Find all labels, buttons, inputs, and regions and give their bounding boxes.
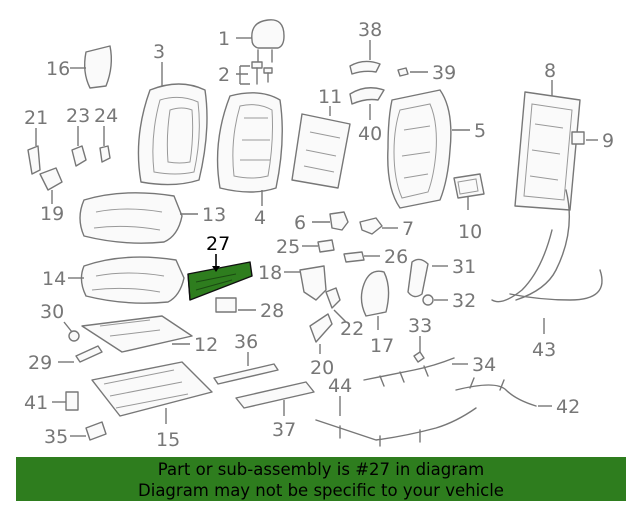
part-20 bbox=[309, 313, 333, 343]
part-seatback-cover bbox=[137, 83, 208, 186]
label-30: 30 bbox=[40, 301, 64, 323]
part-34 bbox=[363, 357, 455, 387]
part-23 bbox=[71, 145, 87, 167]
part-cushion-pad bbox=[80, 256, 185, 304]
part-42 bbox=[455, 377, 537, 407]
part-43 bbox=[491, 189, 603, 303]
label-18: 18 bbox=[258, 262, 282, 284]
part-40 bbox=[349, 87, 385, 105]
part-seatback-pad bbox=[216, 92, 283, 193]
label-8: 8 bbox=[544, 60, 556, 82]
label-34: 34 bbox=[472, 354, 496, 376]
label-29: 29 bbox=[28, 352, 52, 374]
label-13: 13 bbox=[202, 204, 226, 226]
part-26 bbox=[343, 251, 365, 263]
label-38: 38 bbox=[358, 19, 382, 41]
part-30 bbox=[68, 330, 80, 342]
part-cushion-cover bbox=[79, 192, 183, 244]
label-1: 1 bbox=[218, 28, 230, 50]
part-38 bbox=[349, 60, 381, 75]
label-9: 9 bbox=[602, 130, 614, 152]
label-36: 36 bbox=[234, 331, 258, 353]
part-9 bbox=[571, 131, 585, 145]
part-41 bbox=[65, 391, 79, 411]
part-24 bbox=[99, 145, 111, 163]
label-35: 35 bbox=[44, 426, 68, 448]
part-clip-7 bbox=[359, 217, 383, 235]
part-19 bbox=[39, 167, 63, 191]
label-22: 22 bbox=[340, 318, 364, 340]
part-seat-frame bbox=[91, 361, 213, 417]
part-33 bbox=[413, 351, 425, 363]
label-39: 39 bbox=[432, 62, 456, 84]
part-22 bbox=[325, 287, 341, 309]
label-26: 26 bbox=[384, 246, 408, 268]
label-10: 10 bbox=[458, 221, 482, 243]
label-33: 33 bbox=[408, 315, 432, 337]
part-16 bbox=[83, 45, 113, 89]
part-37 bbox=[235, 381, 315, 409]
part-31 bbox=[407, 258, 429, 298]
label-15: 15 bbox=[156, 429, 180, 451]
label-12: 12 bbox=[194, 334, 218, 356]
label-41: 41 bbox=[24, 392, 48, 414]
label-44: 44 bbox=[328, 375, 352, 397]
part-back-board bbox=[514, 91, 581, 211]
label-3: 3 bbox=[153, 41, 165, 63]
part-39 bbox=[397, 67, 409, 77]
part-seatback-frame bbox=[387, 89, 452, 209]
label-23: 23 bbox=[66, 105, 90, 127]
label-11: 11 bbox=[318, 86, 342, 108]
label-28: 28 bbox=[260, 300, 284, 322]
part-44 bbox=[315, 407, 477, 447]
part-29 bbox=[75, 345, 103, 363]
label-43: 43 bbox=[532, 339, 556, 361]
label-25: 25 bbox=[276, 236, 300, 258]
part-clip-6 bbox=[329, 211, 349, 231]
part-21 bbox=[27, 145, 41, 175]
label-6: 6 bbox=[294, 212, 306, 234]
part-headrest-guide bbox=[251, 61, 273, 85]
part-32 bbox=[422, 294, 434, 306]
label-20: 20 bbox=[310, 357, 334, 379]
label-19: 19 bbox=[40, 203, 64, 225]
label-32: 32 bbox=[452, 290, 476, 312]
label-17: 17 bbox=[370, 335, 394, 357]
label-21: 21 bbox=[24, 107, 48, 129]
part-11 bbox=[291, 113, 351, 189]
part-35 bbox=[85, 421, 107, 441]
label-7: 7 bbox=[402, 218, 414, 240]
label-37: 37 bbox=[272, 419, 296, 441]
label-2: 2 bbox=[218, 64, 230, 86]
label-24: 24 bbox=[94, 105, 118, 127]
part-28 bbox=[215, 297, 237, 313]
part-10 bbox=[453, 173, 485, 199]
banner-line-1: Part or sub-assembly is #27 in diagram bbox=[157, 460, 485, 479]
label-27: 27 bbox=[206, 233, 230, 255]
part-36 bbox=[213, 363, 279, 385]
part-headrest bbox=[251, 19, 285, 63]
label-31: 31 bbox=[452, 256, 476, 278]
label-16: 16 bbox=[46, 58, 70, 80]
label-42: 42 bbox=[556, 396, 580, 418]
label-14: 14 bbox=[42, 268, 66, 290]
part-12 bbox=[81, 315, 193, 353]
label-4: 4 bbox=[254, 207, 266, 229]
part-17 bbox=[360, 270, 390, 317]
part-18 bbox=[299, 265, 327, 301]
info-banner: Part or sub-assembly is #27 in diagram D… bbox=[16, 457, 626, 501]
label-5: 5 bbox=[474, 120, 486, 142]
part-27-highlighted[interactable] bbox=[187, 261, 253, 301]
banner-line-2: Diagram may not be specific to your vehi… bbox=[138, 481, 504, 500]
label-40: 40 bbox=[358, 123, 382, 145]
part-25 bbox=[317, 239, 335, 253]
